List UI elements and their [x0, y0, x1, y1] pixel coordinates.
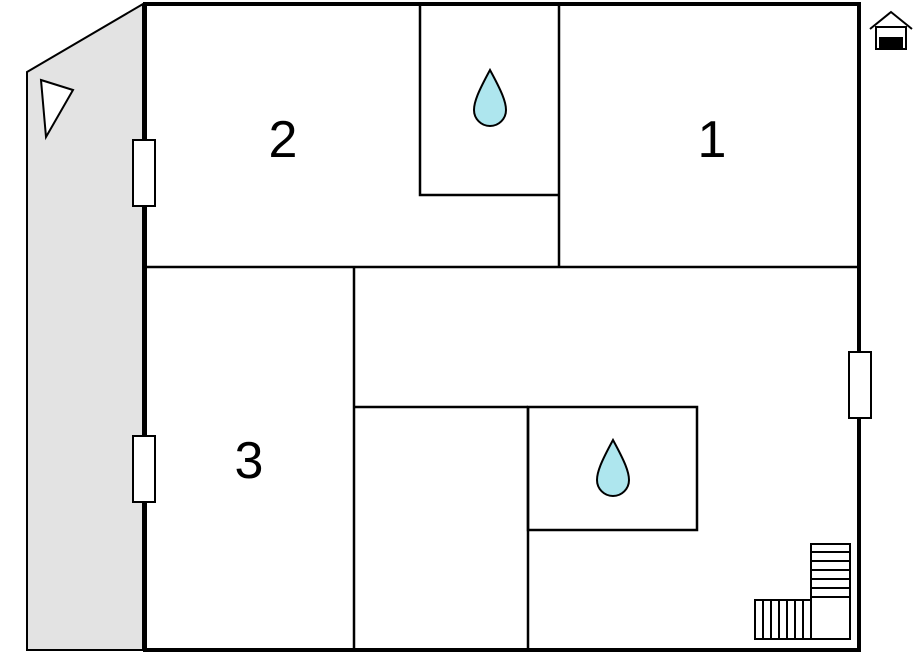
stairs-icon [754, 543, 851, 640]
room-label-1: 1 [698, 111, 727, 169]
window [132, 435, 156, 503]
outer-walls [143, 2, 861, 652]
room-label-3: 3 [235, 432, 264, 490]
north-arrow-icon [39, 78, 75, 141]
window [848, 351, 872, 419]
room-label-2: 2 [269, 111, 298, 169]
interior-walls [145, 4, 859, 650]
house-icon [869, 10, 913, 50]
water-drop-icon [472, 67, 508, 127]
window [132, 139, 156, 207]
water-drop-icon [595, 437, 631, 497]
